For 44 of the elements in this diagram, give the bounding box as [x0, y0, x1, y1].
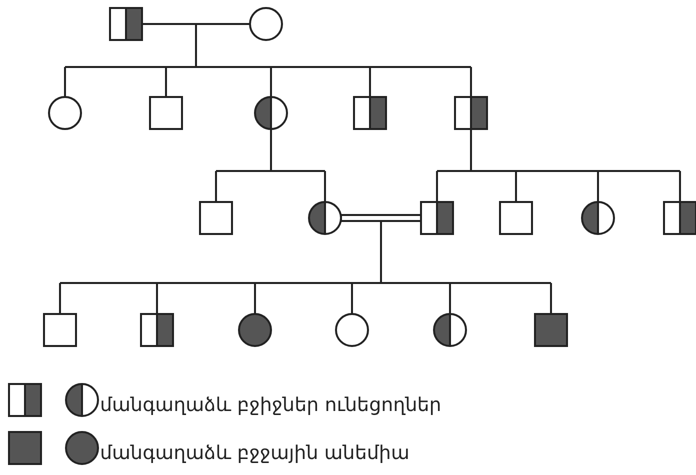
- descent-line: [436, 128, 681, 172]
- male-carrier-symbol: [663, 201, 696, 235]
- male-carrier-symbol: [140, 313, 174, 347]
- female-carrier-symbol: [581, 201, 615, 235]
- descent-line: [369, 67, 371, 97]
- descent-line: [165, 67, 167, 97]
- descent-line: [59, 283, 61, 314]
- descent-line: [351, 283, 353, 314]
- male-carrier-symbol: [353, 96, 387, 130]
- descent-line: [449, 283, 451, 314]
- female-unaffected-symbol: [48, 96, 82, 130]
- descent-line: [156, 283, 158, 314]
- descent-line: [324, 171, 326, 202]
- female-affected-symbol: [238, 313, 272, 347]
- descent-line: [64, 23, 472, 68]
- male-carrier-symbol: [109, 7, 143, 41]
- male-unaffected-symbol: [43, 313, 77, 347]
- descent-line: [270, 67, 272, 97]
- descent-line: [59, 220, 552, 284]
- male-unaffected-symbol: [149, 96, 183, 130]
- male-carrier-symbol: [454, 96, 488, 130]
- descent-line: [515, 171, 517, 202]
- female-carrier-symbol: [308, 201, 342, 235]
- descent-line: [64, 67, 66, 97]
- female-carrier-symbol: [433, 313, 467, 347]
- male-affected-symbol: [534, 313, 568, 347]
- descent-line: [215, 171, 217, 202]
- legend-text: մանգաղաձև բջիջներ ունեցողներ: [100, 394, 442, 416]
- descent-line: [215, 128, 326, 172]
- female-unaffected-symbol: [335, 313, 369, 347]
- descent-line: [254, 283, 256, 314]
- male-unaffected-symbol: [199, 201, 233, 235]
- mating-line: [340, 214, 422, 222]
- male-unaffected-symbol: [499, 201, 533, 235]
- descent-line: [597, 171, 599, 202]
- descent-line: [470, 67, 472, 97]
- descent-line: [679, 171, 681, 202]
- female-unaffected-symbol: [249, 7, 283, 41]
- male-carrier-symbol: [420, 201, 454, 235]
- legend-text: մանգաղաձև բջջային անեմիա: [100, 442, 410, 464]
- descent-line: [550, 283, 552, 314]
- female-carrier-symbol: [254, 96, 288, 130]
- mating-line: [142, 23, 250, 25]
- descent-line: [436, 171, 438, 202]
